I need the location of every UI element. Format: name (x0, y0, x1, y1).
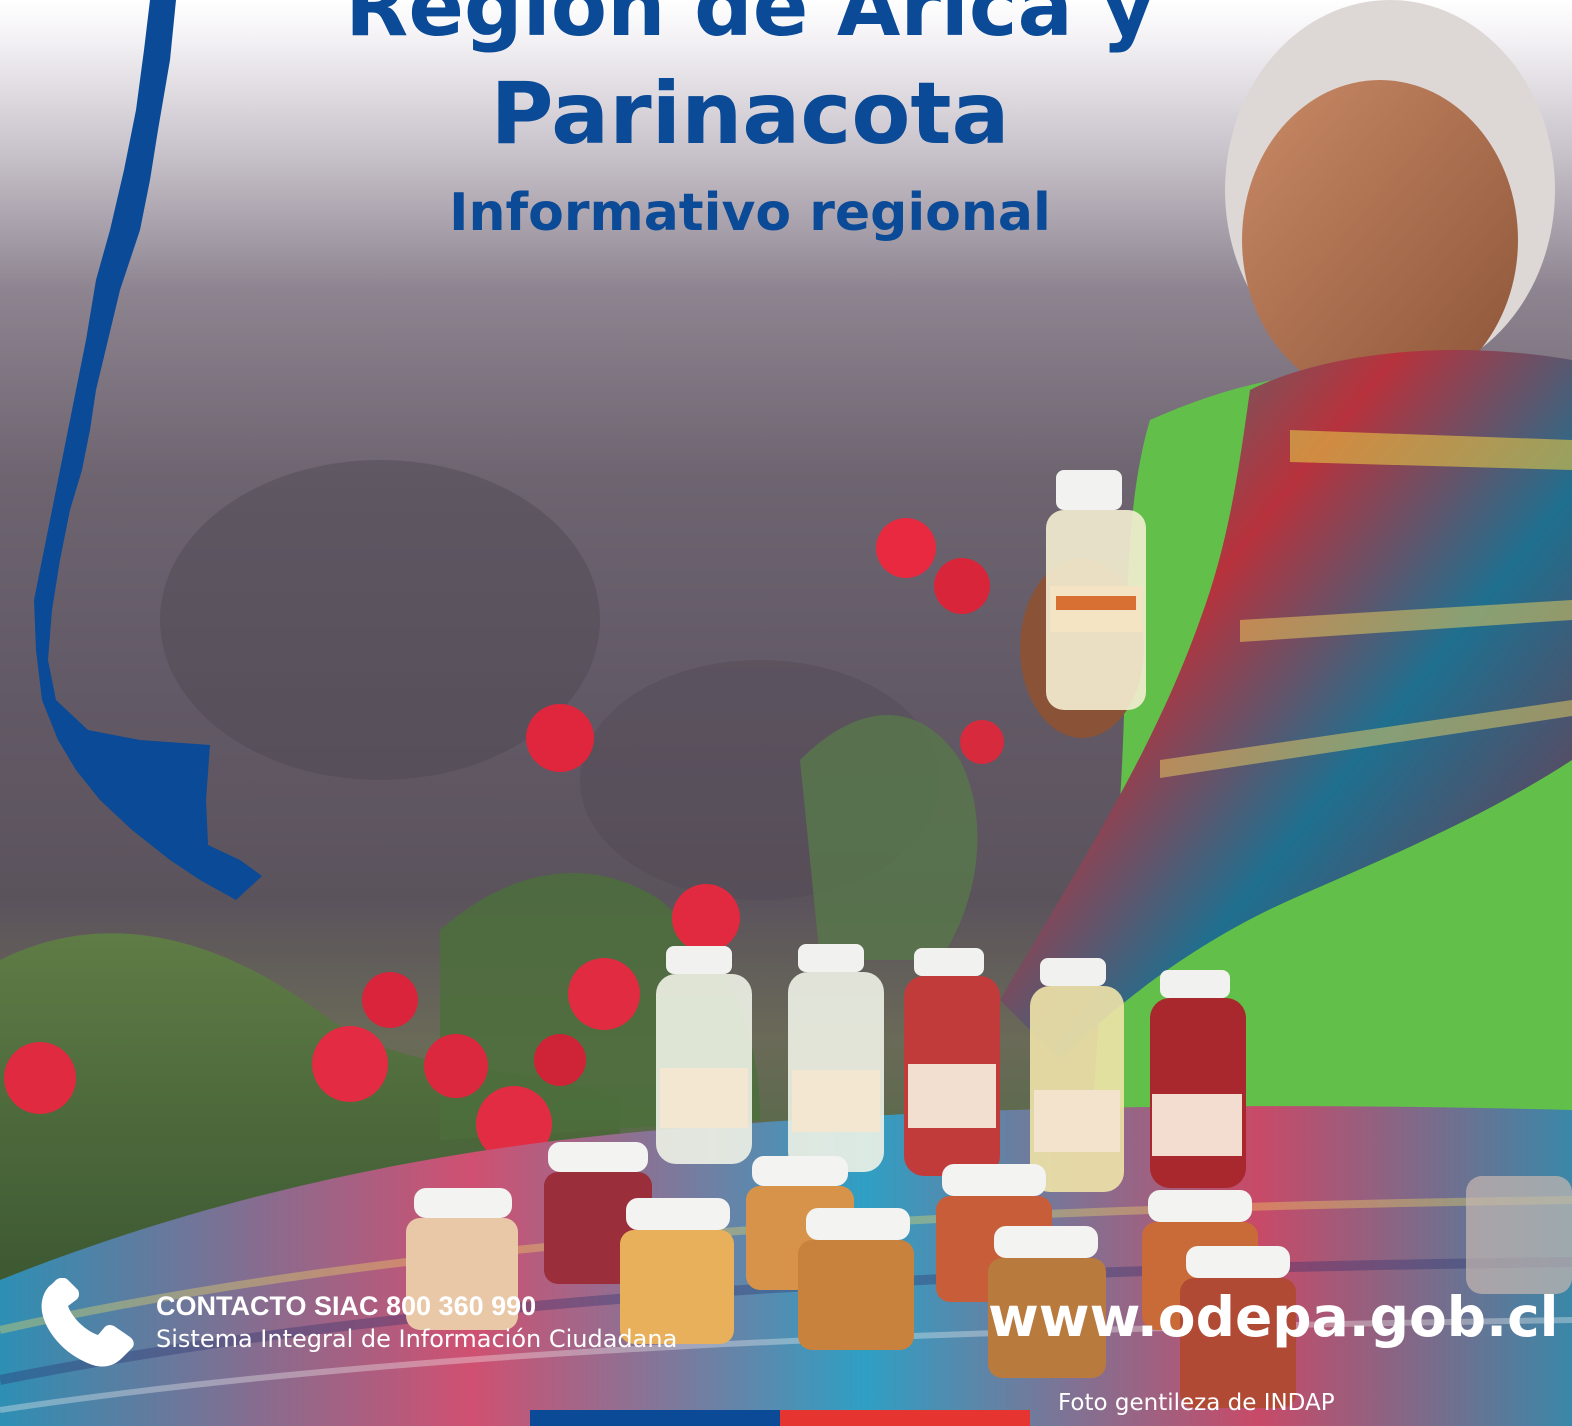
contact-phone: CONTACTO SIAC 800 360 990 (156, 1291, 537, 1321)
contact-description: Sistema Integral de Información Ciudadan… (156, 1325, 678, 1353)
flag-blue-segment (530, 1410, 780, 1426)
title-region-line1: Región de Arica y (345, 0, 1155, 55)
photo-credit: Foto gentileza de INDAP (1058, 1390, 1335, 1416)
contact-block: CONTACTO SIAC 800 360 990 Sistema Integr… (38, 1278, 677, 1368)
cover-title: Región de Arica y Parinacota Informativo… (300, 0, 1200, 244)
website-link[interactable]: www.odepa.gob.cl (988, 1285, 1559, 1349)
subtitle: Informativo regional (449, 183, 1051, 243)
flag-red-segment (780, 1410, 1030, 1426)
bottle-row (656, 944, 1246, 1192)
held-bottle (1046, 470, 1146, 710)
contact-text: CONTACTO SIAC 800 360 990 Sistema Integr… (156, 1290, 677, 1356)
jar-row (406, 1142, 1572, 1408)
phone-icon (41, 1278, 134, 1367)
flag-bar (530, 1410, 1030, 1426)
title-region-line2: Parinacota (490, 64, 1010, 164)
chile-map (34, 0, 262, 900)
geranium-flowers (4, 518, 1004, 1162)
